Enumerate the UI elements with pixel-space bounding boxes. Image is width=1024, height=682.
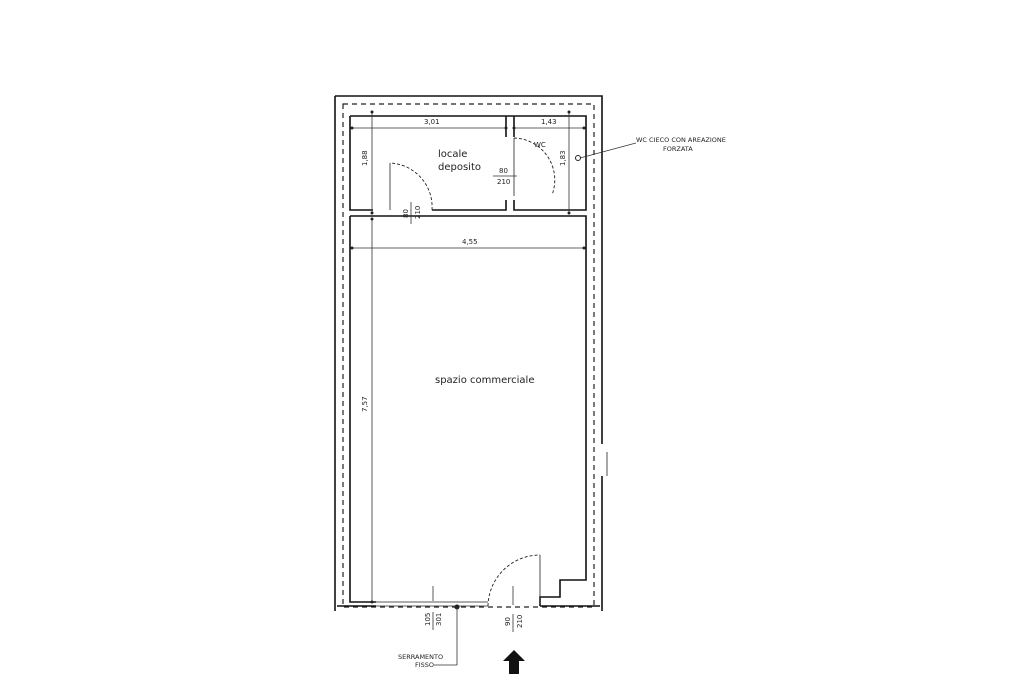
deposito-door-height: 210 bbox=[414, 206, 422, 219]
dim-wc-width: 1,43 bbox=[541, 118, 557, 126]
wc-note-line1: WC CIECO CON AREAZIONE bbox=[636, 136, 726, 144]
wc-door-height: 210 bbox=[497, 178, 510, 186]
room-wc: WC bbox=[534, 141, 546, 149]
entrance-arrow-icon bbox=[503, 650, 525, 674]
outer-wall-top-right bbox=[335, 95, 603, 444]
shop-wall-left bbox=[349, 216, 376, 603]
dim-deposito-width: 3,01 bbox=[424, 118, 440, 126]
room-deposito-line2: deposito bbox=[438, 162, 481, 173]
upper-rooms-outline bbox=[349, 115, 587, 211]
dim-deposito-depth: 1,88 bbox=[361, 150, 369, 166]
outer-boundary bbox=[342, 103, 595, 608]
window-note-line2: FISSO bbox=[415, 661, 434, 669]
vent-marker bbox=[575, 155, 581, 161]
shop-wall-right bbox=[350, 215, 587, 606]
wc-partition bbox=[505, 116, 515, 137]
wc-note-leader bbox=[579, 142, 637, 159]
entrance-door-height: 210 bbox=[516, 615, 524, 628]
deposito-door-swing bbox=[389, 162, 433, 211]
room-commerciale: spazio commerciale bbox=[435, 375, 535, 386]
window-dim-b: 301 bbox=[435, 613, 443, 626]
dim-total-width: 4,55 bbox=[462, 238, 478, 246]
dim-commerciale-depth: 7,57 bbox=[361, 396, 369, 412]
entrance-door-swing bbox=[487, 554, 541, 607]
entrance-door-width: 90 bbox=[504, 617, 512, 626]
shop-front-window bbox=[376, 601, 488, 607]
wc-door-width: 80 bbox=[499, 167, 508, 175]
window-dim-a: 105 bbox=[424, 613, 432, 626]
room-deposito-line1: locale bbox=[438, 149, 467, 160]
wc-note-line2: FORZATA bbox=[663, 145, 693, 153]
deposito-door-width: 80 bbox=[402, 209, 410, 218]
wc-door-swing bbox=[513, 137, 556, 196]
dimension-dots bbox=[350, 110, 586, 604]
window-note-line1: SERRAMENTO bbox=[398, 653, 443, 661]
dim-wc-depth: 1,83 bbox=[559, 150, 567, 166]
